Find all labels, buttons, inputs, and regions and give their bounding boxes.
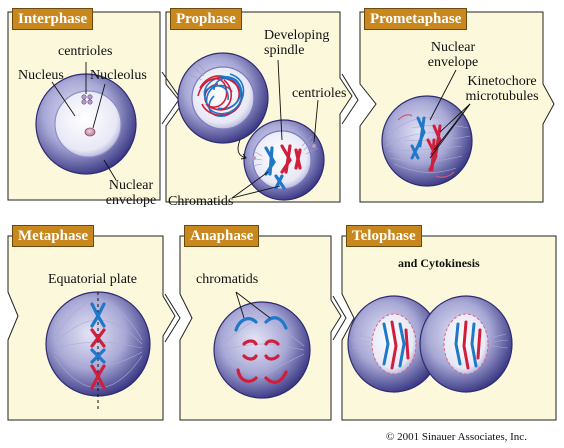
prophase-tag: Prophase [170,8,242,30]
nuclear-envelope-line1: Nuclear [430,40,476,55]
developing-spindle-label: Developing spindle [264,28,329,58]
interphase-cell [35,73,137,175]
developing-spindle-line2: spindle [264,43,305,58]
nuclear-envelope-label-prometaphase: Nuclear envelope [420,40,486,70]
anaphase-tag: Anaphase [184,225,260,247]
kinetochore-line1: Kinetochore [467,74,537,89]
prometaphase-tag: Prometaphase [364,8,468,30]
prophase-curved-arrow [237,139,247,159]
nucleus-label: Nucleus [18,68,64,83]
arrow-prophase-prometaphase [341,73,359,125]
telophase-cells [347,295,513,393]
metaphase-tag: Metaphase [12,225,94,247]
chromatids-label-anaphase: chromatids [196,272,259,287]
anaphase-cell [213,301,311,399]
nuclear-envelope-label-interphase: Nuclear envelope [104,178,158,208]
telophase-tag: Telophase [346,225,422,247]
prophase-cell-early [177,52,269,144]
prometaphase-cell [381,95,473,187]
metaphase-cell [45,291,151,410]
kinetochore-microtubules-label: Kinetochore microtubules [460,74,544,104]
anaphase-leader-lines [235,291,271,319]
interphase-leader-lines [51,62,117,181]
arrow-anaphase-telophase [332,295,347,341]
interphase-tag: Interphase [12,8,94,30]
kinetochore-line2: microtubules [465,89,539,104]
centrioles-label-prophase: centrioles [292,86,347,101]
equatorial-plate-label: Equatorial plate [48,272,138,287]
nuclear-envelope-line2: envelope [427,55,479,70]
cytokinesis-label: and Cytokinesis [398,256,480,270]
developing-spindle-line1: Developing [264,28,330,43]
prometaphase-leader-lines [429,69,471,159]
centrioles-label-interphase: centrioles [58,44,113,59]
chromatids-label-prophase: Chromatids [168,194,234,209]
nucleolus-label: Nucleolus [90,68,147,83]
copyright-notice: © 2001 Sinauer Associates, Inc. [386,431,527,443]
nuclear-envelope-line1: Nuclear [108,178,154,193]
arrow-metaphase-anaphase [164,293,181,343]
prophase-cell-late [237,119,325,201]
nuclear-envelope-line2: envelope [105,193,157,208]
prophase-leader-lines [231,59,319,199]
